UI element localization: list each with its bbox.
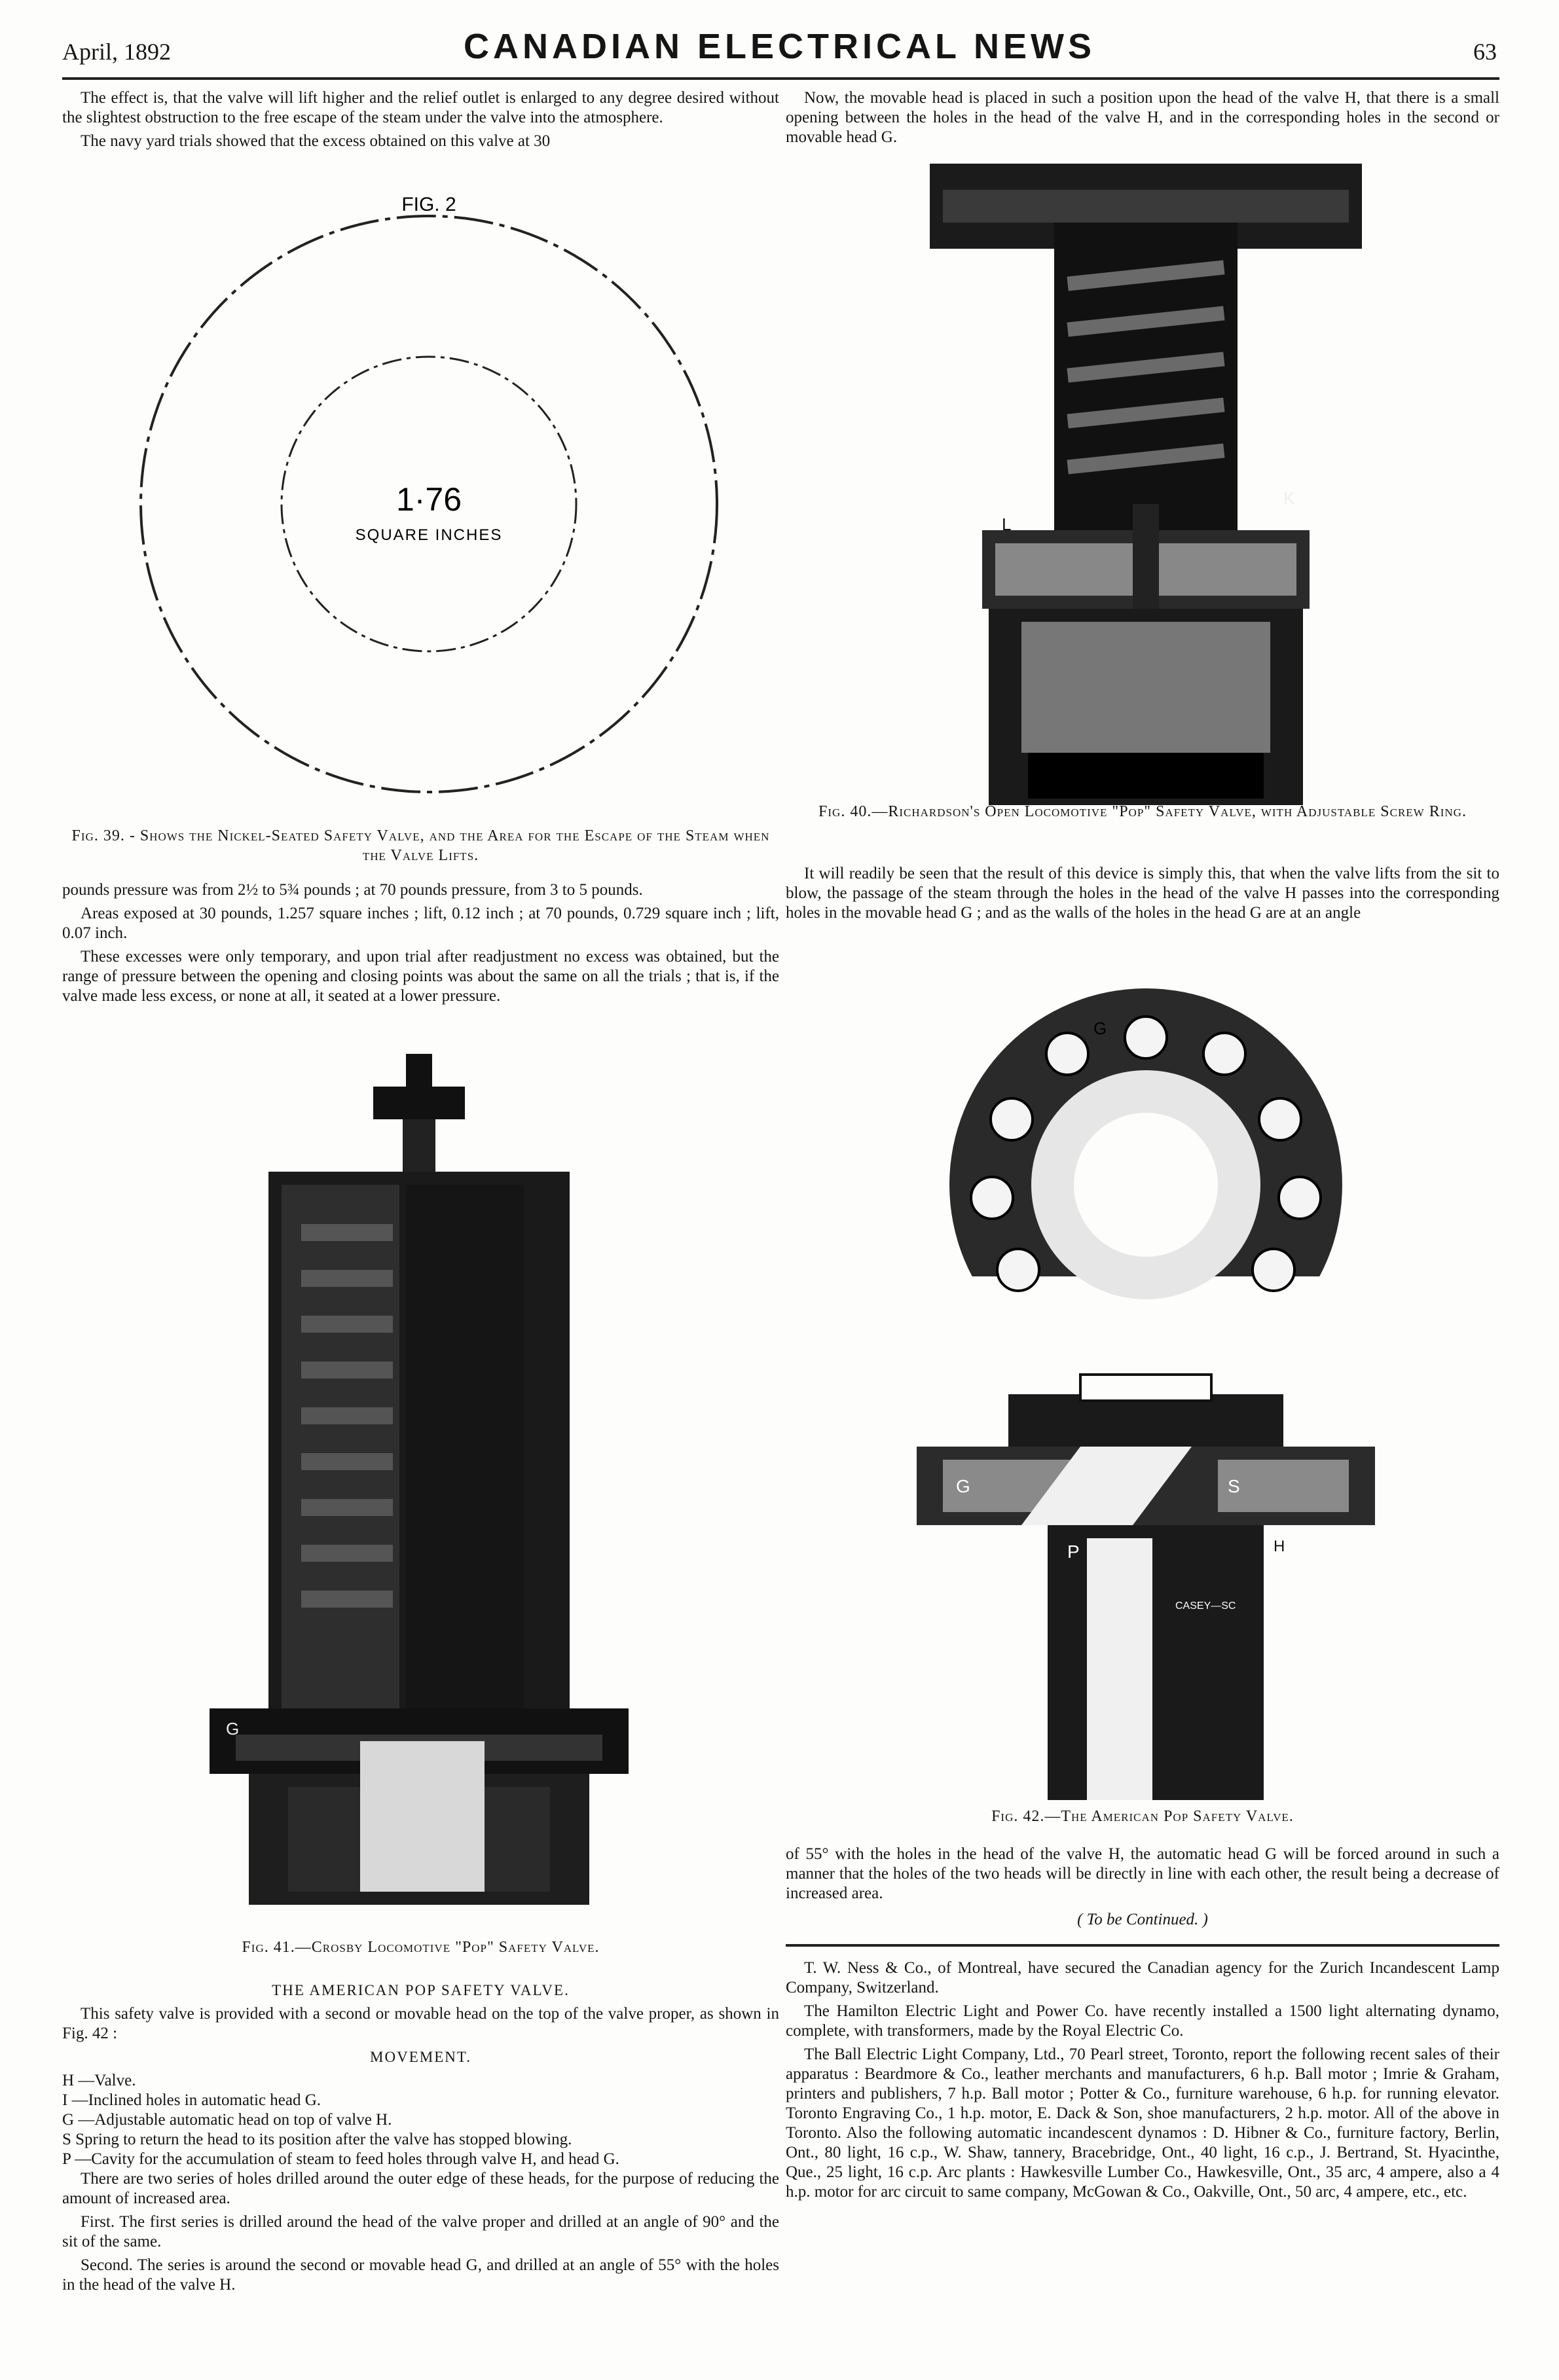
news-item: The Ball Electric Light Company, Ltd., 7… (786, 2046, 1499, 2201)
right-bottom-text: of 55° with the holes in the head of the… (786, 1845, 1499, 2206)
fig42-label-g-top: G (1093, 1019, 1107, 1038)
section-rule (786, 1944, 1499, 1947)
paragraph: There are two series of holes drilled ar… (62, 2170, 779, 2207)
fig42-engraver-mark: CASEY—SC (1175, 1600, 1236, 1612)
paragraph: of 55° with the holes in the head of the… (786, 1845, 1499, 1902)
fig39-unit: SQUARE INCHES (356, 526, 503, 544)
paragraph: pounds pressure was from 2½ to 5¾ pounds… (62, 881, 643, 899)
list-item: P —Cavity for the accumulation of steam … (62, 2150, 619, 2168)
to-be-continued: ( To be Continued. ) (1077, 1911, 1208, 1928)
list-item: G —Adjustable automatic head on top of v… (62, 2111, 392, 2129)
paragraph: Second. The series is around the second … (62, 2256, 779, 2294)
page-number: 63 (1473, 39, 1497, 65)
fig40-richardson-valve-illustration: L K (930, 164, 1362, 805)
fig42-label-p: P (1067, 1542, 1080, 1562)
fig41-crosby-valve-illustration: G (210, 1054, 629, 1905)
paragraph: This safety valve is provided with a sec… (62, 2005, 779, 2042)
paragraph: First. The first series is drilled aroun… (62, 2213, 779, 2250)
section-heading: THE AMERICAN POP SAFETY VALVE. (272, 1982, 570, 1998)
american-pop-section: THE AMERICAN POP SAFETY VALVE. This safe… (62, 1977, 779, 2299)
fig41-caption: Fig. 41.—Crosby Locomotive "Pop" Safety … (242, 1939, 600, 1956)
fig39-value: 1·76 (396, 481, 462, 518)
header-rule (62, 77, 1499, 80)
newspaper-title: CANADIAN ELECTRICAL NEWS (464, 27, 1095, 66)
fig40-label-k: K (1283, 488, 1295, 508)
list-item: I —Inclined holes in automatic head G. (62, 2091, 321, 2109)
left-top-text: The effect is, that the valve will lift … (62, 88, 779, 155)
paragraph: Areas exposed at 30 pounds, 1.257 square… (62, 905, 779, 942)
list-item: H —Valve. (62, 2072, 136, 2089)
paragraph: These excesses were only temporary, and … (62, 948, 779, 1005)
left-mid-text: pounds pressure was from 2½ to 5¾ pounds… (62, 880, 779, 1010)
paragraph: The navy yard trials showed that the exc… (81, 132, 551, 150)
paragraph: Now, the movable head is placed in such … (786, 89, 1499, 146)
fig42-label-g: G (956, 1476, 970, 1496)
paragraph: The effect is, that the valve will lift … (62, 89, 779, 126)
right-top-text: Now, the movable head is placed in such … (786, 88, 1499, 151)
fig42-american-pop-valve-illustration: G G S P H CASEY—SC (917, 988, 1375, 1800)
movement-list: H —Valve. I —Inclined holes in automatic… (62, 2071, 779, 2169)
news-item: The Hamilton Electric Light and Power Co… (786, 2002, 1499, 2040)
fig42-caption: Fig. 42.—The American Pop Safety Valve. (991, 1808, 1294, 1825)
movement-heading: MOVEMENT. (370, 2049, 471, 2065)
paragraph: It will readily be seen that the result … (786, 865, 1499, 922)
fig39-top-label: FIG. 2 (401, 196, 456, 215)
fig39-caption: Fig. 39. - Shows the Nickel-Seated Safet… (71, 827, 770, 864)
fig42-label-s: S (1228, 1476, 1240, 1496)
fig39-circle-diagram: FIG. 2 1·76 SQUARE INCHES (139, 196, 718, 793)
list-item: S Spring to return the head to its posit… (62, 2131, 572, 2148)
fig40-caption: Fig. 40.—Richardson's Open Locomotive "P… (818, 803, 1467, 820)
fig40-label-l: L (1002, 514, 1011, 534)
fig42-label-h: H (1274, 1538, 1285, 1555)
news-item: T. W. Ness & Co., of Montreal, have secu… (786, 1959, 1499, 1996)
issue-date: April, 1892 (62, 39, 171, 65)
fig41-label-g: G (226, 1719, 239, 1739)
right-mid-text: It will readily be seen that the result … (786, 864, 1499, 927)
